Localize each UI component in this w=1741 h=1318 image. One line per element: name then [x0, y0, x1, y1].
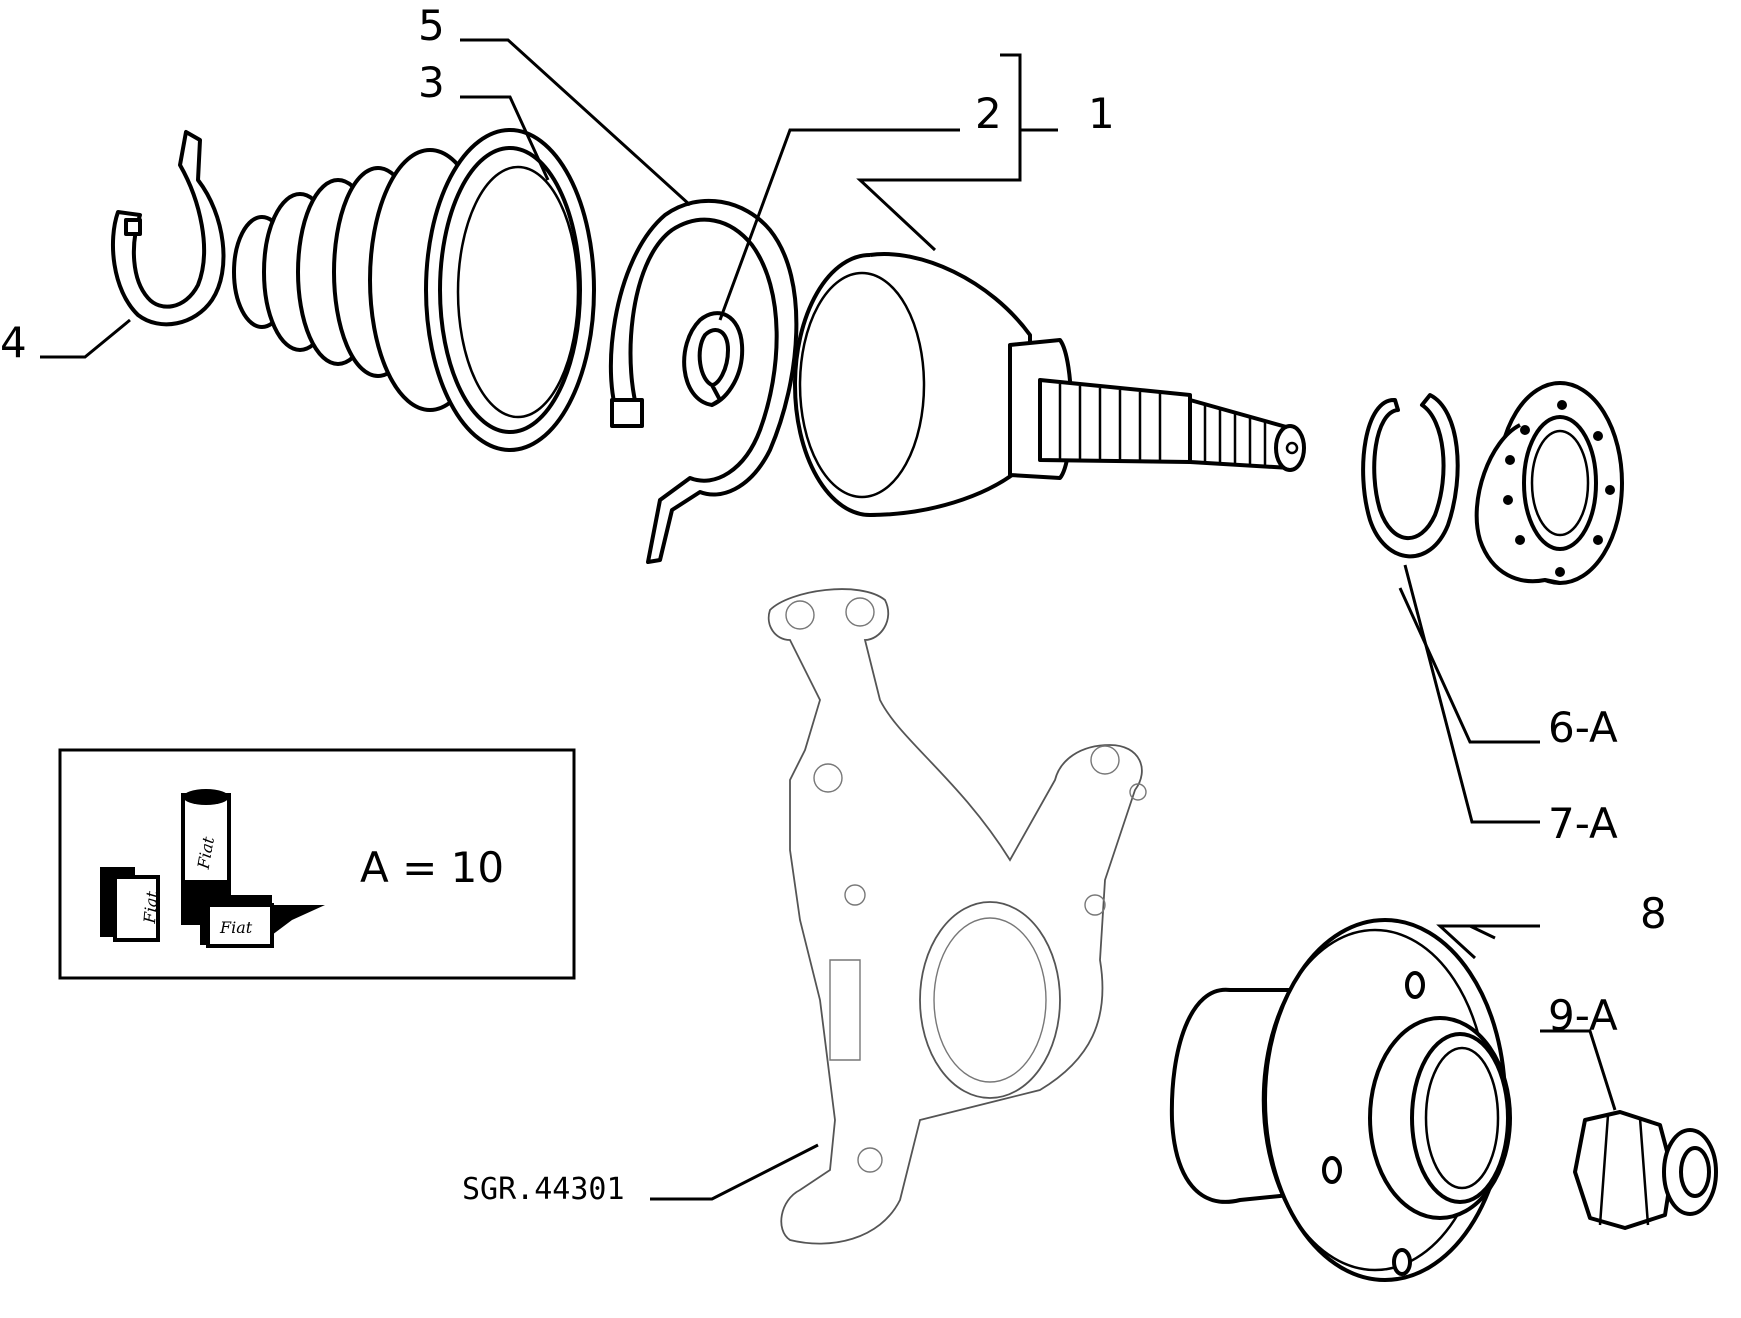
- lubricant-box-right-icon: Fiat: [200, 895, 325, 948]
- leader-lines: [40, 38, 1617, 1201]
- lubricant-box-left-icon: Fiat: [100, 867, 162, 942]
- steering-knuckle: [767, 588, 1147, 1245]
- legend-formula: A = 10: [360, 843, 504, 892]
- part-5-band: [608, 198, 799, 564]
- callout-2: 2: [975, 89, 1002, 138]
- callout-7a: 7-A: [1548, 799, 1618, 848]
- drawing-reference: SGR.44301: [462, 1172, 625, 1207]
- part-8-hub: [1169, 918, 1512, 1282]
- callout-4: 4: [0, 318, 27, 367]
- callout-5: 5: [418, 1, 445, 50]
- legend-box: Fiat Fiat Fiat A = 10: [58, 748, 576, 980]
- part-1-cv-joint: [793, 252, 1306, 517]
- callout-6a: 6-A: [1548, 703, 1618, 752]
- callout-labels: 1 2 3 4 5 6-A 7-A 8 9-A: [0, 1, 1667, 1040]
- part-3-boot: [232, 128, 596, 452]
- lubricant-can-icon: Fiat: [181, 789, 231, 925]
- part-7a-snap-ring: [1361, 393, 1460, 559]
- part-2-circlip: [682, 311, 745, 407]
- box-left-label: Fiat: [140, 890, 162, 925]
- callout-1: 1: [1088, 89, 1115, 138]
- part-9a-nut: [1573, 1110, 1718, 1230]
- box-right-label: Fiat: [219, 918, 253, 937]
- callout-9a: 9-A: [1548, 991, 1618, 1040]
- callout-3: 3: [418, 58, 445, 107]
- callout-8: 8: [1640, 889, 1667, 938]
- part-4-clip: [111, 130, 226, 327]
- part-6a-bearing: [1474, 381, 1624, 585]
